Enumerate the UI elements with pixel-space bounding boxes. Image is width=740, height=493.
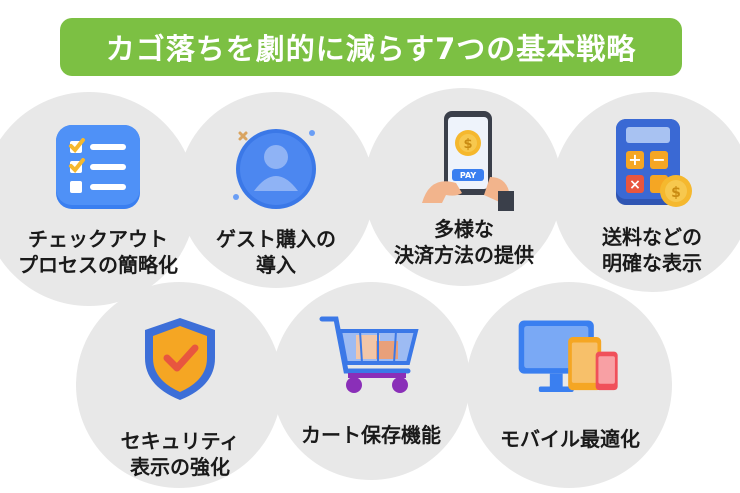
strategy-shipping-clarity: + − × $ 送料などの 明確な表示 <box>554 110 740 276</box>
devices-icon <box>515 304 625 414</box>
strategy-payment-methods: $ PAY 多様な 決済方法の提供 <box>366 104 562 268</box>
strategy-label: ゲスト購入の 導入 <box>216 227 336 277</box>
svg-text:×: × <box>629 177 641 193</box>
mobile-payment-icon: $ PAY <box>409 104 519 214</box>
svg-text:$: $ <box>671 185 681 201</box>
shopping-cart-icon <box>316 300 426 410</box>
strategy-cart-save: カート保存機能 <box>272 300 470 448</box>
shield-check-icon <box>125 304 235 414</box>
strategy-label: チェックアウト プロセスの簡略化 <box>18 227 178 277</box>
checklist-icon <box>43 112 153 222</box>
svg-text:+: + <box>628 150 641 169</box>
strategy-security-display: セキュリティ 表示の強化 <box>80 304 280 480</box>
pay-text: PAY <box>460 171 477 180</box>
svg-text:−: − <box>652 150 665 169</box>
strategy-label: カート保存機能 <box>301 423 441 447</box>
strategy-label: セキュリティ 表示の強化 <box>120 429 240 479</box>
strategy-label: 送料などの 明確な表示 <box>602 225 702 275</box>
strategy-checkout-simplify: チェックアウト プロセスの簡略化 <box>0 112 196 278</box>
page-title: カゴ落ちを劇的に減らす7つの基本戦略 <box>105 32 637 66</box>
strategy-circle-6 <box>272 282 470 480</box>
strategy-label: 多様な 決済方法の提供 <box>394 217 534 267</box>
strategy-mobile-optimize: モバイル最適化 <box>470 304 670 452</box>
calculator-icon: + − × $ <box>597 110 707 220</box>
guest-user-icon <box>221 112 331 222</box>
svg-text:$: $ <box>463 137 472 152</box>
strategy-guest-checkout: ゲスト購入の 導入 <box>180 112 372 278</box>
strategy-label: モバイル最適化 <box>500 427 640 451</box>
title-banner: カゴ落ちを劇的に減らす7つの基本戦略 <box>60 18 682 76</box>
